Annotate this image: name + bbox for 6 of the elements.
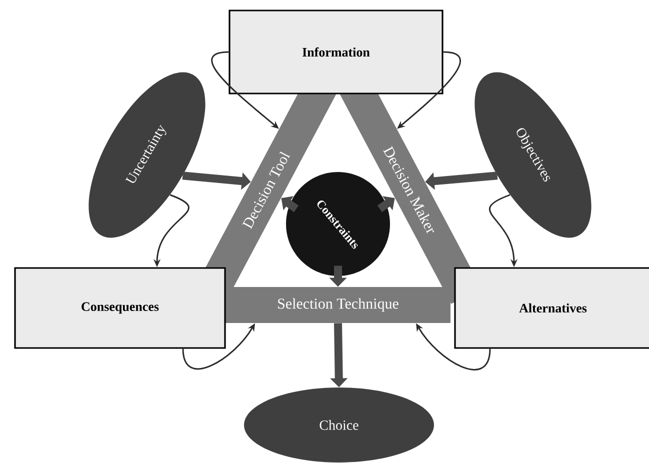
process-box: Alternatives — [454, 267, 649, 349]
process-box: Information — [228, 10, 444, 94]
ellipse-node: Choice — [244, 387, 434, 462]
band: Selection Technique — [226, 287, 450, 323]
process-box: Consequences — [14, 267, 226, 349]
block-arrow — [377, 196, 395, 212]
